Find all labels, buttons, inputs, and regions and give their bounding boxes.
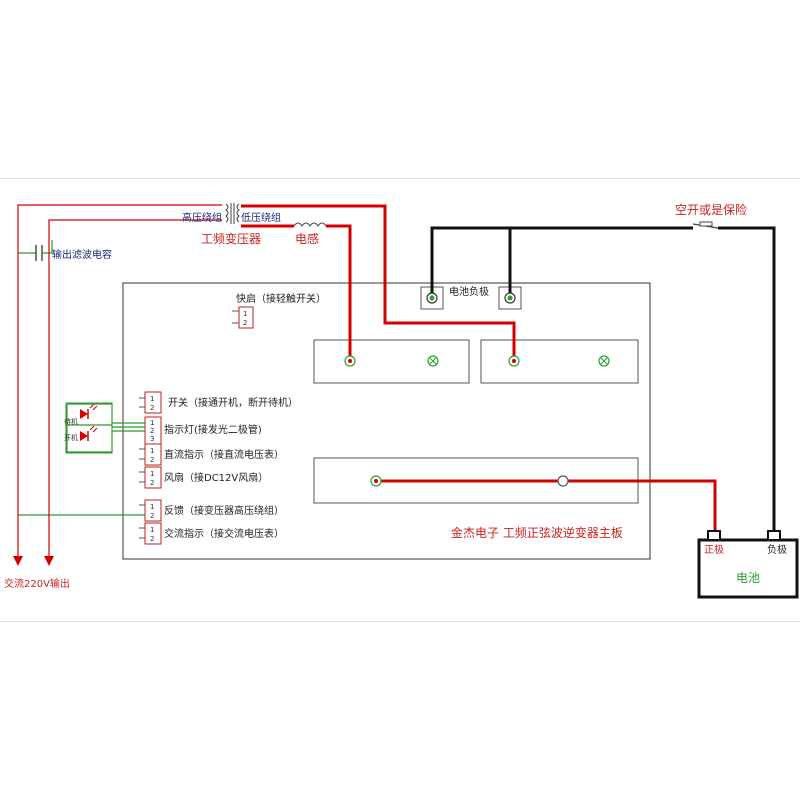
board-title: 金杰电子 工频正弦波逆变器主板 — [451, 525, 623, 540]
red-power-wires — [241, 204, 717, 533]
hv-winding-label: 高压绕组 — [182, 211, 222, 224]
fan-label: 风扇（接DC12V风扇） — [164, 471, 268, 484]
bottom-screw-right — [557, 475, 569, 487]
soft-start-label: 快启（接轻触开关） — [236, 292, 326, 305]
svg-text:1: 1 — [150, 503, 154, 511]
header-dc-indicator — [144, 443, 162, 466]
led-standby: 待机 — [64, 403, 98, 426]
fuse-switch-label: 空开或是保险 — [675, 202, 747, 217]
battery-neg-terminal-label: 电池负极 — [449, 285, 489, 298]
feedback-label: 反馈（接变压器高压绕组） — [164, 504, 284, 517]
header-ac-indicator — [144, 522, 162, 545]
svg-text:1: 1 — [150, 447, 154, 455]
ac-output-arrow-right — [44, 556, 54, 566]
header-pin-numbers: 12 12 123 12 12 12 12 — [150, 310, 247, 543]
battery-pos-post — [707, 530, 721, 541]
led-power-on: 开机 — [64, 425, 98, 442]
inductor-label: 电感 — [295, 231, 319, 246]
ac-indicator-label: 交流指示（接交流电压表） — [164, 527, 284, 540]
lv-winding-label: 低压绕组 — [241, 211, 281, 224]
led-panel — [65, 402, 113, 454]
red-ac-wires — [17, 204, 222, 560]
diagram-frame — [0, 178, 800, 622]
led-power-on-icon — [80, 431, 88, 441]
terminal-block-right — [480, 339, 639, 384]
battery-neg-label: 负极 — [767, 543, 787, 556]
headers — [144, 306, 254, 545]
fuse-switch-body — [699, 221, 713, 227]
header-fan — [144, 466, 162, 489]
header-feedback — [144, 499, 162, 522]
header-switch — [144, 391, 162, 414]
dc-indicator-label: 直流指示（接直流电压表） — [164, 448, 284, 461]
svg-text:2: 2 — [243, 319, 247, 327]
battery-pos-label: 正极 — [704, 543, 724, 556]
svg-text:1: 1 — [243, 310, 247, 318]
svg-text:2: 2 — [150, 456, 154, 464]
switch-header-label: 开关（接通开机，断开待机） — [168, 396, 298, 409]
svg-text:2: 2 — [150, 479, 154, 487]
svg-text:2: 2 — [150, 535, 154, 543]
header-leaders — [139, 310, 239, 539]
svg-text:1: 1 — [150, 526, 154, 534]
svg-text:2: 2 — [150, 404, 154, 412]
svg-text:2: 2 — [150, 512, 154, 520]
battery-label: 电池 — [736, 571, 760, 585]
transformer-label: 工频变压器 — [201, 231, 261, 246]
battery-neg-post — [767, 530, 781, 541]
inductor-symbol — [293, 222, 327, 227]
led-standby-icon — [80, 409, 88, 419]
svg-text:1: 1 — [150, 470, 154, 478]
ac-output-arrow-left — [13, 556, 23, 566]
black-battery-wires — [430, 226, 776, 533]
svg-text:3: 3 — [150, 435, 154, 443]
ac-output-label: 交流220V输出 — [4, 577, 70, 590]
svg-text:2: 2 — [150, 427, 154, 435]
led-power-on-label: 开机 — [64, 433, 78, 442]
terminal-screws — [344, 292, 610, 487]
transformer-symbol — [225, 203, 240, 224]
battery-body — [697, 538, 799, 599]
led-standby-label: 待机 — [64, 417, 78, 426]
led-header-label: 指示灯(接发光二极管) — [164, 423, 262, 436]
main-board — [122, 282, 651, 560]
svg-text:1: 1 — [150, 419, 154, 427]
svg-text:1: 1 — [150, 395, 154, 403]
terminal-block-left — [313, 339, 470, 384]
output-capacitor-label: 输出滤波电容 — [52, 248, 112, 261]
header-soft-start — [238, 306, 254, 329]
